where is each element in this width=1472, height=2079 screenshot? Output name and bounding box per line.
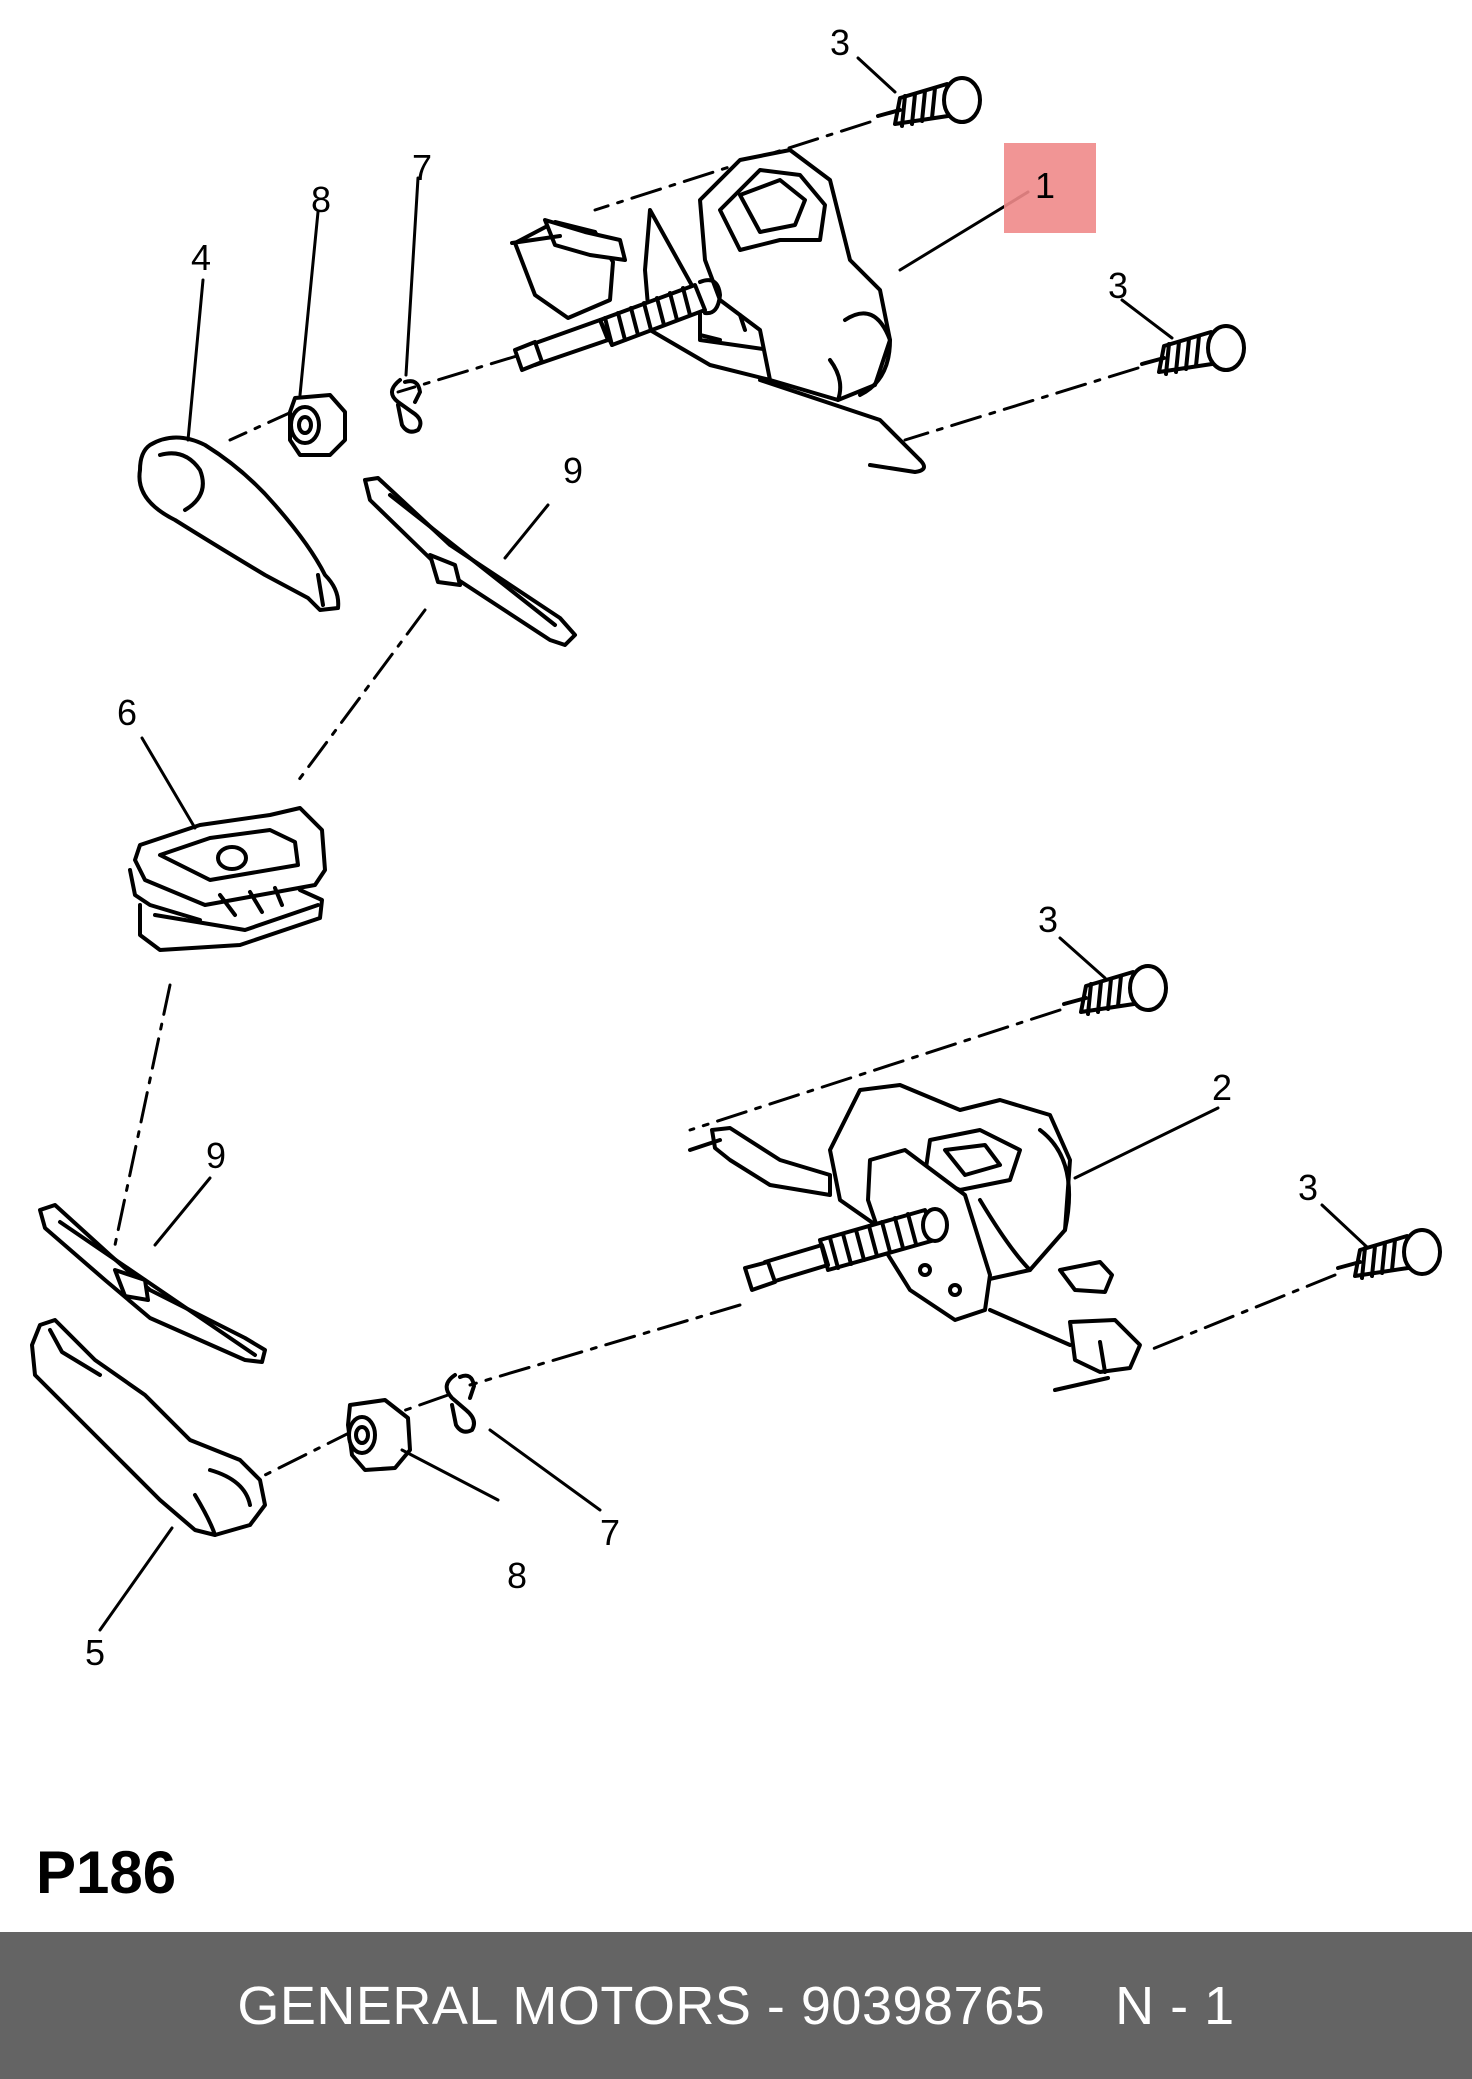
part-2-adjuster-housing (688, 1083, 1142, 1392)
alignment-lines-bottom (263, 1008, 1337, 1477)
callout-8-top: 8 (311, 179, 331, 220)
diagram-code-label: P186 (36, 1839, 177, 1906)
part-6-clip-bracket (128, 806, 327, 952)
callout-4: 4 (191, 237, 211, 278)
part-7-clip-bottom (444, 1373, 476, 1434)
part-9-strip-top (363, 476, 577, 647)
part-7-clip-top (390, 378, 423, 434)
part-5-lever (30, 1318, 267, 1537)
part-9-strip-bottom (38, 1203, 267, 1364)
callout-9-top: 9 (563, 450, 583, 491)
part-8-nut-top (288, 393, 347, 457)
callout-3-top: 3 (830, 22, 850, 63)
footer-brand-part-number: GENERAL MOTORS - 90398765 (237, 1975, 1046, 2036)
callout-1: 1 (1035, 165, 1055, 206)
callout-5: 5 (85, 1632, 105, 1673)
callout-9-bottom: 9 (206, 1135, 226, 1176)
callout-3-top-right: 3 (1108, 265, 1128, 306)
callout-2: 2 (1212, 1067, 1232, 1108)
callout-3-bottom-right: 3 (1298, 1167, 1318, 1208)
exploded-parts-diagram: 1 3 3 7 8 4 9 6 3 2 3 9 7 8 5 (30, 22, 1442, 1673)
leader-lines (98, 56, 1370, 1632)
part-screw-3-top (876, 76, 982, 128)
alignment-lines-top (228, 120, 1140, 787)
part-8-nut-bottom (346, 1398, 412, 1472)
part-screw-3-top-right (1140, 324, 1246, 376)
callout-7-top: 7 (412, 147, 432, 188)
part-screw-3-bottom-right (1336, 1228, 1442, 1280)
callout-3-middle: 3 (1038, 899, 1058, 940)
footer-quantity: N - 1 (1115, 1975, 1235, 2036)
highlight-box-part-1 (1004, 143, 1096, 233)
callout-6: 6 (117, 692, 137, 733)
footer-bar: GENERAL MOTORS - 90398765 N - 1 (0, 1932, 1472, 2079)
alignment-lines-middle (113, 983, 172, 1247)
callout-8-bottom: 8 (507, 1555, 527, 1596)
callout-7-bottom: 7 (600, 1512, 620, 1553)
part-screw-3-middle (1062, 964, 1168, 1016)
part-4-knob-lever (137, 435, 341, 612)
part-1-adjuster-housing (510, 148, 926, 474)
